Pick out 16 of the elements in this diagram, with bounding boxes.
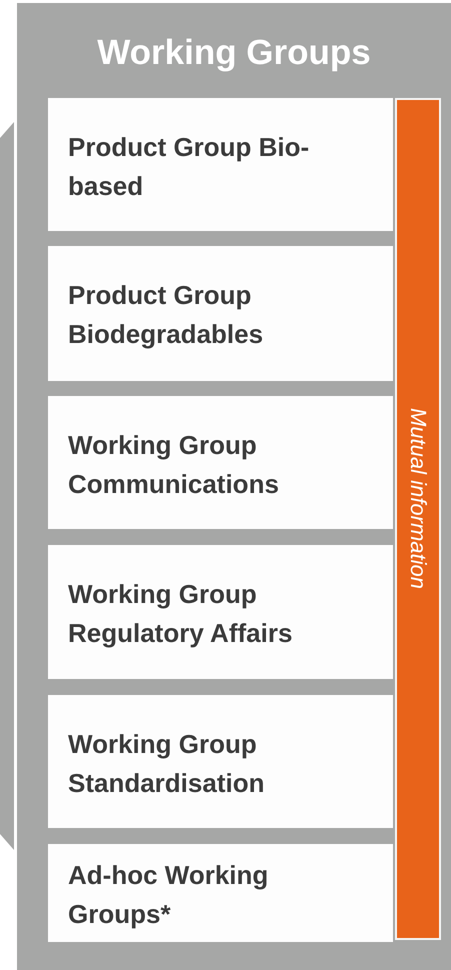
group-box [48,695,393,828]
group-name: Working Group Communications [68,429,280,501]
group-name: Product Group Bio-based [68,131,310,203]
group-name: Ad-hoc Working Groups* [68,859,270,931]
group-name: Working Group Regulatory Affairs [68,578,294,650]
group-name: Product Group Biodegradables [68,279,264,351]
group-box [48,246,393,381]
group-box [48,545,393,679]
bar-label: Mutual information [405,408,431,589]
group-box [48,396,393,529]
group-box [48,98,393,231]
info-bar [395,98,441,940]
panel-background [17,3,451,970]
group-box [48,844,393,942]
group-name: Working Group Standardisation [68,728,266,800]
panel-title: Working Groups [96,33,372,73]
